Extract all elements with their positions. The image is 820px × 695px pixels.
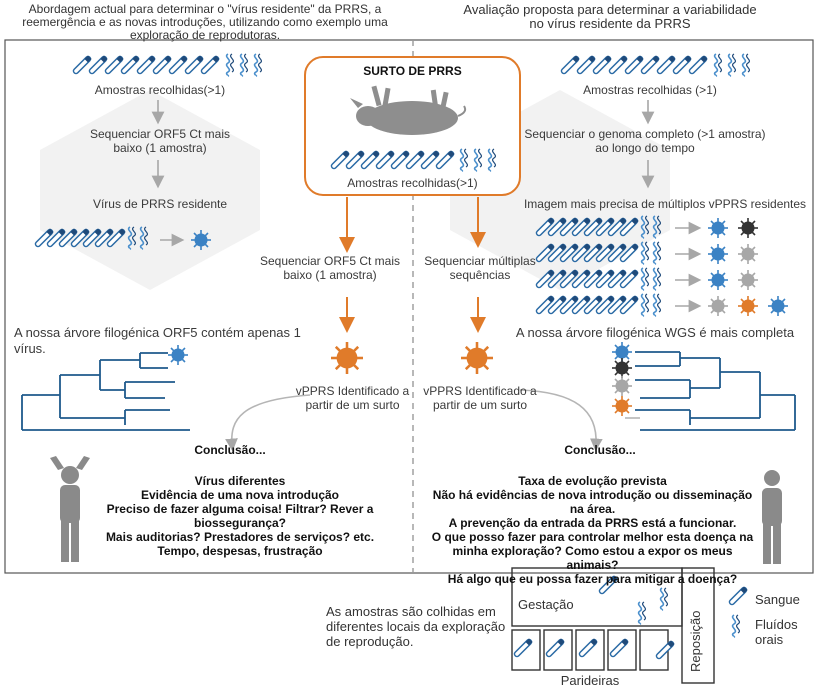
right-tree — [635, 351, 796, 431]
left-conclusion-line: Vírus diferentes — [194, 474, 286, 488]
right-conclusion-title: Conclusão... — [564, 443, 636, 457]
farm-caption: As amostras são colhidas em diferentes l… — [326, 604, 506, 649]
right-conclusion: Taxa de evolução prevista Não há evidênc… — [430, 474, 755, 586]
center-seq-left-label: Sequenciar ORF5 Ct mais baixo (1 amostra… — [259, 254, 401, 282]
center-samples-label: Amostras recolhidas(>1) — [347, 176, 478, 190]
outbreak-title: SURTO DE PRRS — [363, 64, 462, 78]
right-conclusion-line: Há algo que eu possa fazer para mitigar … — [447, 572, 738, 586]
right-conclusion-line: O que posso fazer para controlar melhor … — [431, 530, 754, 572]
resident-virus-icon — [190, 229, 212, 251]
tubes-left-top — [71, 53, 263, 77]
left-conclusion-line: Preciso de fazer alguma coisa! Filtrar? … — [106, 502, 374, 530]
oral-legend-icon — [731, 614, 741, 638]
right-tree-label: A nossa árvore filogénica WGS é mais com… — [515, 325, 795, 340]
left-conclusion: Vírus diferentes Evidência de uma nova i… — [95, 474, 385, 558]
left-tree — [21, 352, 190, 431]
left-samples-label: Amostras recolhidas(>1) — [94, 83, 226, 97]
center-seq-right-label: Sequenciar múltiplas sequências — [424, 254, 536, 282]
outbreak-virus-icon-left — [329, 340, 365, 376]
right-conclusion-line: A prevenção da entrada da PRRS está a fu… — [448, 516, 737, 530]
legend-blood-label: Sangue — [755, 592, 800, 607]
confident-person-icon — [762, 470, 782, 564]
sick-pig-icon — [350, 85, 467, 135]
left-conclusion-title: Conclusão... — [194, 443, 266, 457]
parideiras-label: Parideiras — [560, 673, 620, 688]
blood-legend-icon — [727, 585, 749, 607]
right-samples-label: Amostras recolhidas (>1) — [583, 83, 717, 97]
right-image-label: Imagem mais precisa de múltiplos vPPRS r… — [523, 197, 807, 211]
right-virus-rows — [534, 215, 789, 317]
right-conclusion-line: Taxa de evolução prevista — [518, 474, 667, 488]
left-conclusion-line: Mais auditorias? Prestadores de serviços… — [105, 530, 375, 544]
left-conclusion-line: Evidência de uma nova introdução — [140, 488, 340, 502]
frustrated-person-icon — [50, 456, 90, 562]
left-conclusion-line: Tempo, despesas, frustração — [157, 544, 323, 558]
legend-oral-label: Fluídos orais — [755, 617, 798, 647]
left-vpprrs-label: vPPRS Identificado a partir de um surto — [295, 384, 410, 412]
left-seq-label: Sequenciar ORF5 Ct mais baixo (1 amostra… — [89, 127, 231, 155]
header-right: Avaliação proposta para determinar a var… — [463, 2, 757, 31]
left-tree-label: A nossa árvore filogénica ORF5 contém ap… — [14, 325, 301, 356]
header-left: Abordagem actual para determinar o "víru… — [22, 2, 388, 42]
farm-layout — [511, 567, 715, 684]
outer-frame — [4, 39, 814, 574]
outbreak-virus-icon-right — [459, 340, 495, 376]
right-seq-label: Sequenciar o genoma completo (>1 amostra… — [524, 127, 766, 155]
gestacao-label: Gestação — [518, 597, 574, 612]
right-conclusion-line: Não há evidências de nova introdução ou … — [432, 488, 753, 516]
reposicao-label: Reposição — [688, 610, 703, 672]
tubes-right-top — [559, 53, 751, 77]
right-vpprrs-label: vPPRS Identificado a partir de um surto — [423, 384, 537, 412]
left-resident-label: Vírus de PRRS residente — [92, 197, 228, 211]
